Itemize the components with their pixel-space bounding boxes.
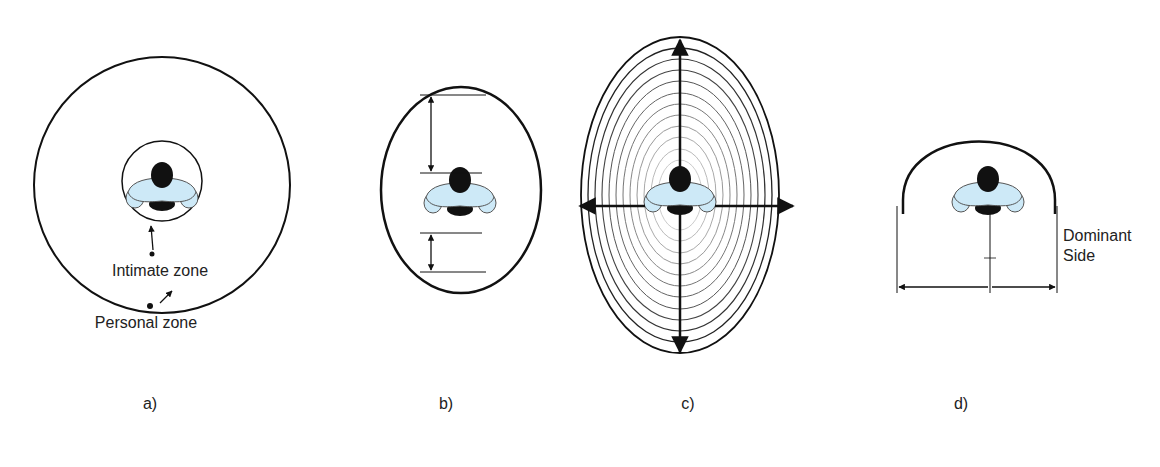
panel-a: [34, 57, 290, 313]
drawn-shape: [150, 252, 155, 257]
panel-letter: d): [954, 394, 968, 414]
panel-letter: b): [439, 394, 453, 414]
drawn-shape: [679, 40, 682, 170]
zone-label: Intimate zone: [112, 261, 208, 281]
drawn-shape: [122, 141, 202, 221]
side-label: Dominant Side: [1063, 226, 1143, 266]
panel-letter: a): [143, 394, 157, 414]
drawn-shape: [715, 205, 793, 208]
drawn-shape: [151, 226, 153, 250]
panel-c: [580, 37, 793, 353]
drawn-shape: [992, 286, 1055, 287]
drawn-shape: [160, 291, 172, 303]
person-figure: [424, 167, 496, 216]
drawn-shape: [581, 37, 779, 353]
drawn-shape: [147, 303, 153, 309]
drawn-shape: [580, 205, 645, 208]
drawn-shape: [990, 212, 991, 293]
drawn-shape: [903, 142, 1055, 215]
drawn-shape: [420, 173, 482, 174]
drawn-shape: [381, 87, 541, 293]
panel-b: [381, 87, 541, 293]
drawn-shape: [34, 57, 290, 313]
drawn-shape: [897, 206, 898, 293]
drawn-shape: [430, 97, 431, 171]
drawn-shape: [1057, 206, 1058, 293]
zone-label: Personal zone: [95, 313, 197, 333]
drawn-shape: [420, 233, 482, 234]
person-figure: [126, 162, 198, 211]
drawn-shape: [420, 272, 486, 273]
person-figure: [644, 166, 716, 215]
drawn-shape: [984, 258, 996, 259]
drawn-shape: [679, 212, 682, 352]
drawn-shape: [430, 235, 431, 270]
person-figure: [952, 166, 1024, 215]
drawn-shape: [899, 286, 988, 287]
panel-d: [897, 142, 1057, 294]
panel-letter: c): [681, 394, 694, 414]
drawn-shape: [420, 95, 486, 96]
